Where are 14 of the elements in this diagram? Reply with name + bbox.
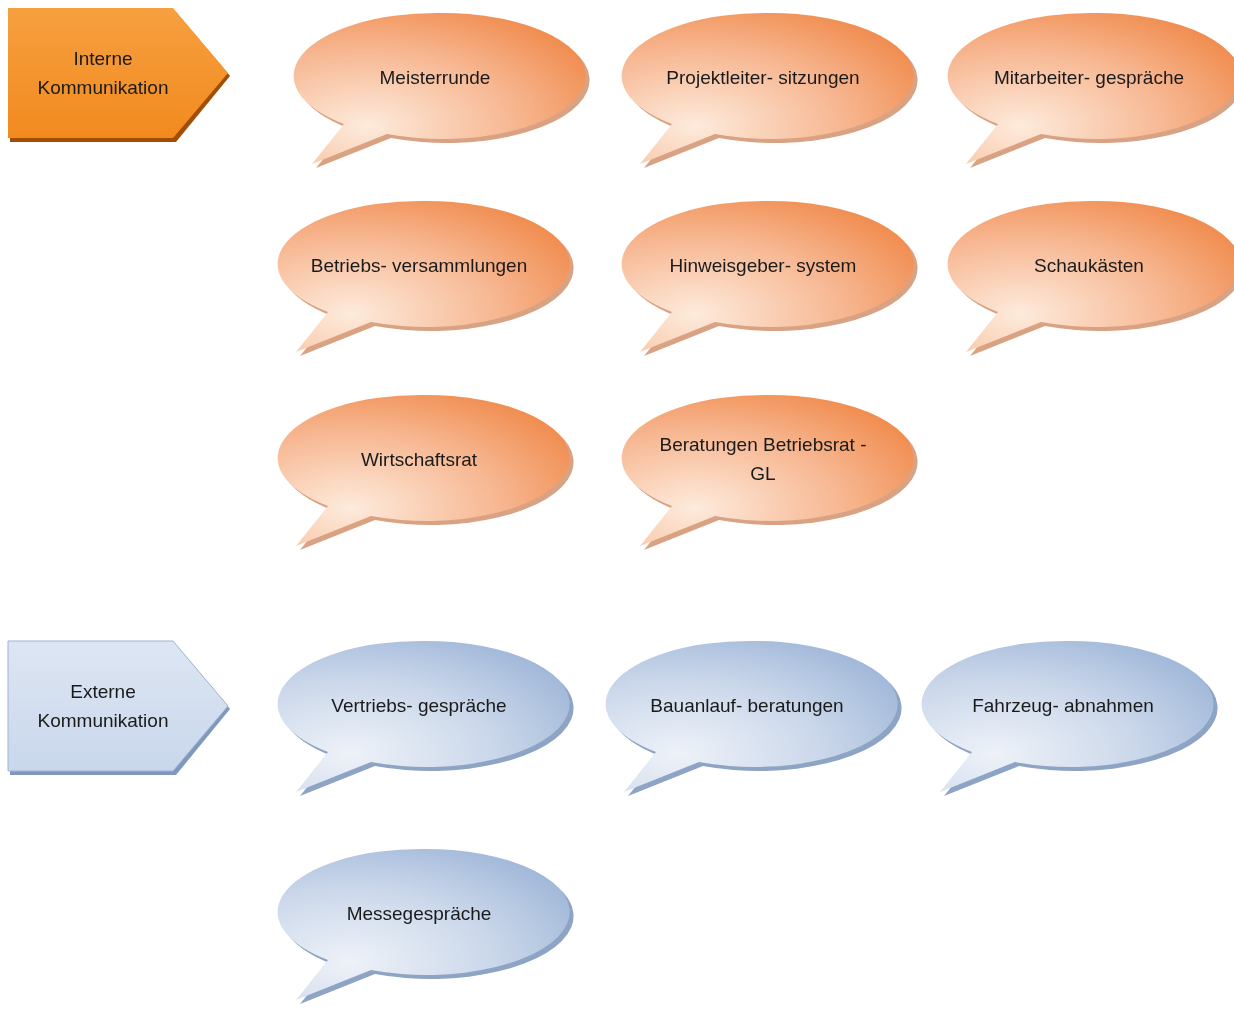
bubble-text: Bauanlauf- beratungen xyxy=(649,693,845,718)
bubble-text: Meisterrunde xyxy=(378,65,492,90)
bubble-text: Hinweisgeber- system xyxy=(668,253,858,278)
bubble-text: Betriebs- versammlungen xyxy=(309,253,529,278)
bubble-text: Projektleiter- sitzungen xyxy=(665,65,861,90)
bubble-text: Messegespräche xyxy=(345,901,493,926)
bubble-text: Beratungen Betriebsrat - GL xyxy=(658,433,868,486)
bubble-text: Schaukästen xyxy=(1033,253,1145,278)
bubble-text: Fahrzeug- abnahmen xyxy=(971,693,1155,718)
category-label: Externe Kommunikation xyxy=(36,680,170,733)
bubble-text: Wirtschaftsrat xyxy=(359,447,479,472)
bubble-text: Vertriebs- gespräche xyxy=(330,693,508,718)
bubble-text: Mitarbeiter- gespräche xyxy=(992,65,1186,90)
category-label: Interne Kommunikation xyxy=(36,47,170,100)
